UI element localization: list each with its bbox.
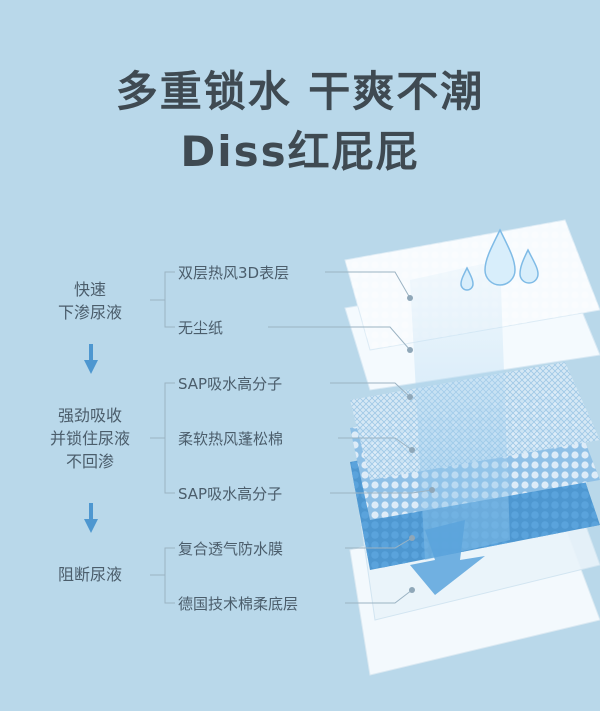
down-arrow-icon [84,503,98,533]
layer-label-7: 德国技术棉柔底层 [178,595,299,613]
water-drop-icon [460,228,539,291]
diaper-layers-illustration [344,219,600,676]
layer-label-4: 柔软热风蓬松棉 [178,430,284,448]
stage-2-line-1: 强劲吸收 [57,406,122,425]
down-arrow-icon [84,344,98,374]
stage-label-2: 强劲吸收 并锁住尿液 不回渗 [20,404,160,473]
liquid-flow-beam [410,260,510,560]
stage-1-line-2: 下渗尿液 [57,303,122,322]
down-arrow-icon [410,520,485,595]
stage-1-line-1: 快速 [73,280,106,299]
layer-label-2: 无尘纸 [178,319,224,337]
stage-label-3: 阻断尿液 [20,563,160,586]
stage-2-line-3: 不回渗 [65,452,114,471]
stage-2-line-2: 并锁住尿液 [49,429,130,448]
layer-label-3: SAP吸水高分子 [178,375,283,393]
layer-label-1: 双层热风3D表层 [178,264,290,282]
stage-3-line-1: 阻断尿液 [57,565,122,584]
layer-label-6: 复合透气防水膜 [178,540,284,558]
stage-label-1: 快速 下渗尿液 [20,278,160,324]
layer-label-5: SAP吸水高分子 [178,485,283,503]
headline-line-2: Diss红屁屁 [180,127,420,176]
headline-line-1: 多重锁水 干爽不潮 [115,67,485,116]
